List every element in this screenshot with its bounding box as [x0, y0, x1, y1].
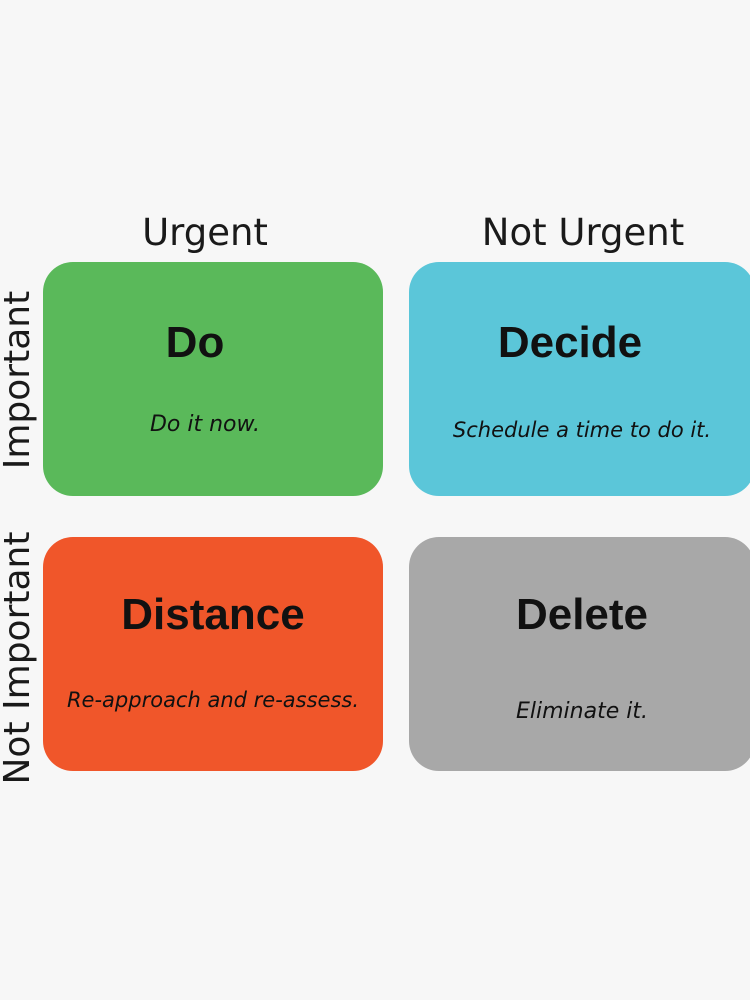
quadrant-decide-subtitle: Schedule a time to do it.	[452, 418, 712, 442]
quadrant-distance: Distance Re-approach and re-assess.	[43, 537, 383, 771]
quadrant-delete: Delete Eliminate it.	[409, 537, 750, 771]
quadrant-decide: Decide Schedule a time to do it.	[409, 262, 750, 496]
quadrant-do: Do Do it now.	[43, 262, 383, 496]
column-header-not-urgent: Not Urgent	[481, 211, 685, 254]
quadrant-distance-title: Distance	[121, 590, 305, 639]
quadrant-do-title: Do	[165, 318, 225, 367]
quadrant-delete-title: Delete	[515, 590, 649, 639]
quadrant-decide-title: Decide	[497, 318, 643, 367]
row-header-not-important: Not Important	[0, 531, 38, 785]
row-header-important: Important	[0, 290, 38, 470]
quadrant-delete-subtitle: Eliminate it.	[516, 699, 648, 724]
column-header-urgent: Urgent	[142, 211, 268, 254]
quadrant-distance-subtitle: Re-approach and re-assess.	[66, 688, 360, 712]
quadrant-do-subtitle: Do it now.	[149, 412, 261, 437]
